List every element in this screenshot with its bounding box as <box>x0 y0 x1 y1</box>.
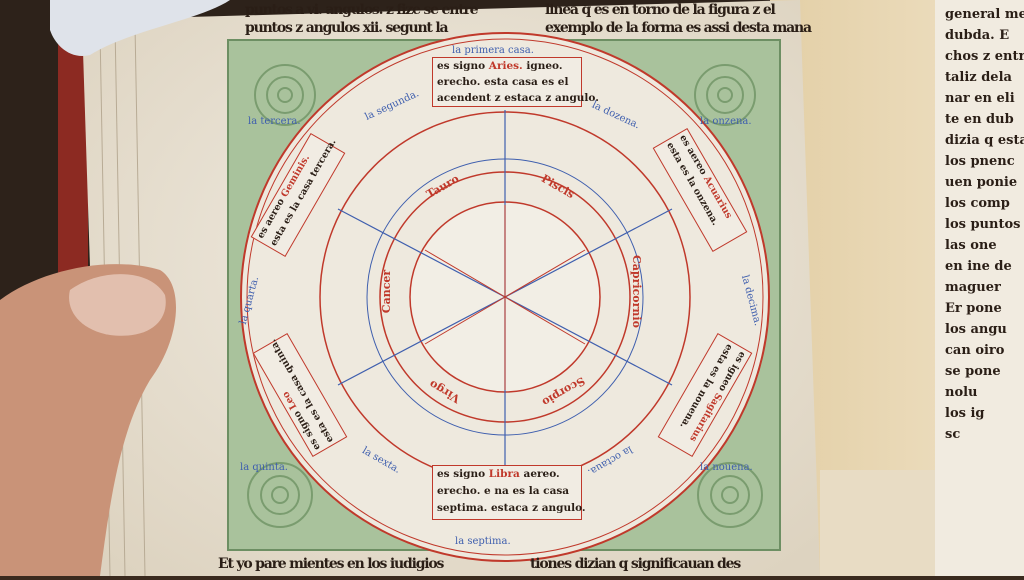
text-line: general me <box>945 7 1024 22</box>
cloth <box>50 0 230 56</box>
text-line: los ig <box>945 406 985 421</box>
text-line: sc <box>945 427 961 442</box>
text-line: uen ponie <box>945 175 1018 190</box>
right-page-text: general me dubda. E chos z entre taliz d… <box>945 4 1024 445</box>
text-line: los angu <box>945 322 1007 337</box>
text-line: nolu <box>945 385 978 400</box>
text-line: exemplo de la forma es assi desta mana <box>545 20 812 36</box>
aries-box: es signo Aries. igneo. erecho. esta casa… <box>432 57 599 107</box>
text-line: dizia q esta <box>945 133 1024 148</box>
box-text: es signo <box>437 468 486 480</box>
text-line: se pone <box>945 364 1001 379</box>
text-line: en ine de <box>945 259 1012 274</box>
thumb <box>0 264 177 576</box>
sign-label: Capricornio <box>629 255 643 328</box>
house-label: la primera casa. <box>452 45 534 56</box>
sign-name: Aries. <box>488 60 523 72</box>
box-text: aereo. <box>523 468 560 480</box>
text-line: can oiro <box>945 343 1005 358</box>
text-line: puntos a vi. angulos. z fize se entre <box>245 2 479 18</box>
box-text: septima. estaca z angulo. <box>437 502 586 514</box>
text-line: taliz dela <box>945 70 1012 85</box>
box-text: erecho. esta casa es el <box>437 76 569 88</box>
text-line: dubda. E <box>945 28 1010 43</box>
spiral-ornaments <box>247 64 763 528</box>
house-label: la tercera. <box>248 116 301 127</box>
sign-label: Cancer <box>380 269 394 314</box>
text-line: chos z entre <box>945 49 1024 64</box>
text-line: nar en eli <box>945 91 1015 106</box>
house-label: la quinta. <box>240 462 288 473</box>
text-line: puntos z angulos xii. segunt la <box>245 20 449 36</box>
text-line: Er pone <box>945 301 1002 316</box>
house-label: la nouena. <box>700 462 753 473</box>
libra-box: es signo Libra aereo. erecho. e na es la… <box>432 465 586 520</box>
thumbnail <box>69 274 166 336</box>
text-line: los pnenc <box>945 154 1015 169</box>
text-line: los comp <box>945 196 1010 211</box>
text-line: maguer <box>945 280 1001 295</box>
text-line: te en dub <box>945 112 1014 127</box>
sign-name: Libra <box>488 468 520 480</box>
box-text: acendent z estaca z angulo. <box>437 92 599 104</box>
box-text: igneo. <box>526 60 563 72</box>
box-text: es signo <box>437 60 486 72</box>
text-line: las one <box>945 238 997 253</box>
text-line: linea q es en torno de la figura z el <box>545 2 776 18</box>
text-line: Et yo pare mientes en los iudigios <box>218 556 444 572</box>
house-label: la septima. <box>455 536 511 547</box>
house-label: la onzena. <box>700 116 752 127</box>
box-text: erecho. e na es la casa <box>437 485 570 497</box>
text-line: los puntos <box>945 217 1021 232</box>
text-line: tiones dizian q significauan des <box>530 556 741 572</box>
